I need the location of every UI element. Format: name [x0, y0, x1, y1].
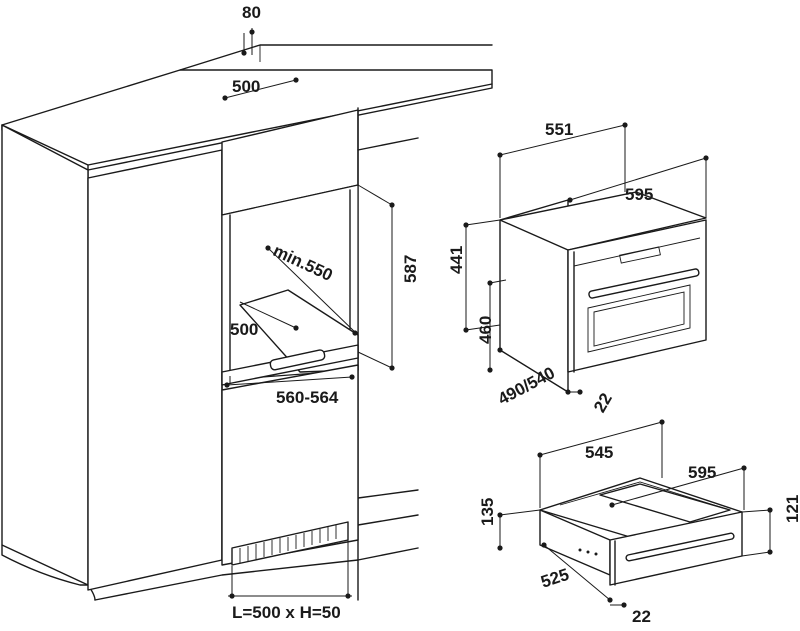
dim-441: 441	[447, 246, 466, 274]
dim-560-564: 560-564	[276, 388, 339, 407]
dim-22-oven: 22	[590, 390, 616, 416]
dim-551: 551	[545, 120, 573, 139]
dim-121: 121	[783, 495, 800, 523]
dim-525: 525	[539, 565, 572, 592]
dim-22-drawer: 22	[632, 607, 651, 626]
dim-490-540: 490/540	[495, 363, 558, 409]
compact-oven	[463, 122, 709, 395]
dim-545: 545	[585, 443, 613, 462]
dim-135: 135	[478, 498, 497, 526]
lower-door	[221, 364, 359, 566]
cabinet-front	[87, 149, 223, 591]
dim-460: 460	[476, 316, 495, 344]
dim-500-worktop: 500	[232, 77, 260, 96]
dim-80: 80	[242, 3, 261, 22]
dim-595-drawer: 595	[688, 463, 716, 482]
warming-drawer	[497, 419, 773, 608]
dim-595-oven: 595	[625, 185, 653, 204]
dim-500-niche: 500	[230, 320, 258, 339]
dim-587: 587	[401, 255, 420, 283]
cabinet-side-panel	[1, 124, 89, 586]
dim-vent-opening: L=500 x H=50	[232, 603, 341, 622]
oven-front	[567, 219, 707, 373]
cabinet-column	[1, 28, 493, 601]
